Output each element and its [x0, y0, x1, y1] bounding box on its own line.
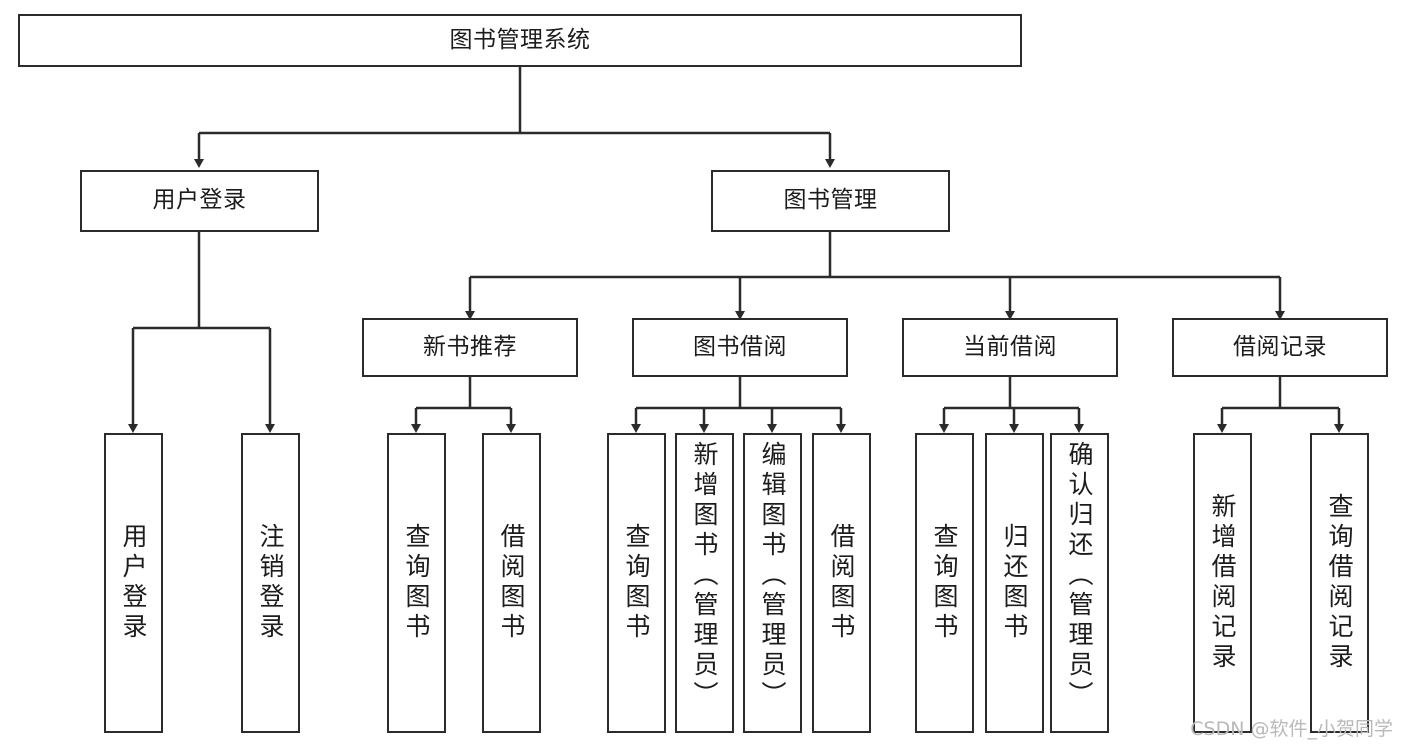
leaf-label: 编辑图书（管理员）	[758, 441, 787, 711]
leaf-label: 归还图书	[1000, 523, 1029, 643]
leaf-borrow-query-book[interactable]: 查询图书	[607, 433, 666, 733]
leaf-current-return-book[interactable]: 归还图书	[985, 433, 1044, 733]
leaf-borrow-add-book-admin[interactable]: 新增图书（管理员）	[675, 433, 734, 733]
leaf-user-login-signout[interactable]: 注销登录	[241, 433, 300, 733]
leaf-borrow-borrow-book[interactable]: 借阅图书	[812, 433, 871, 733]
leaf-label: 确认归还（管理员）	[1065, 441, 1094, 711]
leaf-label: 用户登录	[119, 523, 148, 643]
node-new-book-recommend[interactable]: 新书推荐	[362, 318, 578, 377]
node-book-management[interactable]: 图书管理	[711, 170, 950, 232]
node-book-borrow[interactable]: 图书借阅	[632, 318, 848, 377]
leaf-recommend-query-book[interactable]: 查询图书	[387, 433, 446, 733]
leaf-label: 查询借阅记录	[1325, 493, 1354, 673]
leaf-label: 查询图书	[622, 523, 651, 643]
leaf-label: 新增图书（管理员）	[690, 441, 719, 711]
leaf-label: 借阅图书	[827, 523, 856, 643]
leaf-label: 查询图书	[930, 523, 959, 643]
node-root-system[interactable]: 图书管理系统	[18, 14, 1022, 67]
leaf-recommend-borrow-book[interactable]: 借阅图书	[482, 433, 541, 733]
leaf-record-query-record[interactable]: 查询借阅记录	[1310, 433, 1369, 733]
leaf-label: 借阅图书	[497, 523, 526, 643]
watermark-text: CSDN @软件_小贺同学	[1190, 718, 1393, 740]
leaf-label: 新增借阅记录	[1208, 493, 1237, 673]
leaf-borrow-edit-book-admin[interactable]: 编辑图书（管理员）	[743, 433, 802, 733]
node-borrow-record[interactable]: 借阅记录	[1172, 318, 1388, 377]
leaf-label: 注销登录	[256, 523, 285, 643]
leaf-current-query-book[interactable]: 查询图书	[915, 433, 974, 733]
leaf-record-add-record[interactable]: 新增借阅记录	[1193, 433, 1252, 733]
node-user-login[interactable]: 用户登录	[80, 170, 319, 232]
leaf-label: 查询图书	[402, 523, 431, 643]
leaf-current-confirm-return-admin[interactable]: 确认归还（管理员）	[1050, 433, 1109, 733]
leaf-user-login-signin[interactable]: 用户登录	[104, 433, 163, 733]
node-current-borrow[interactable]: 当前借阅	[902, 318, 1118, 377]
